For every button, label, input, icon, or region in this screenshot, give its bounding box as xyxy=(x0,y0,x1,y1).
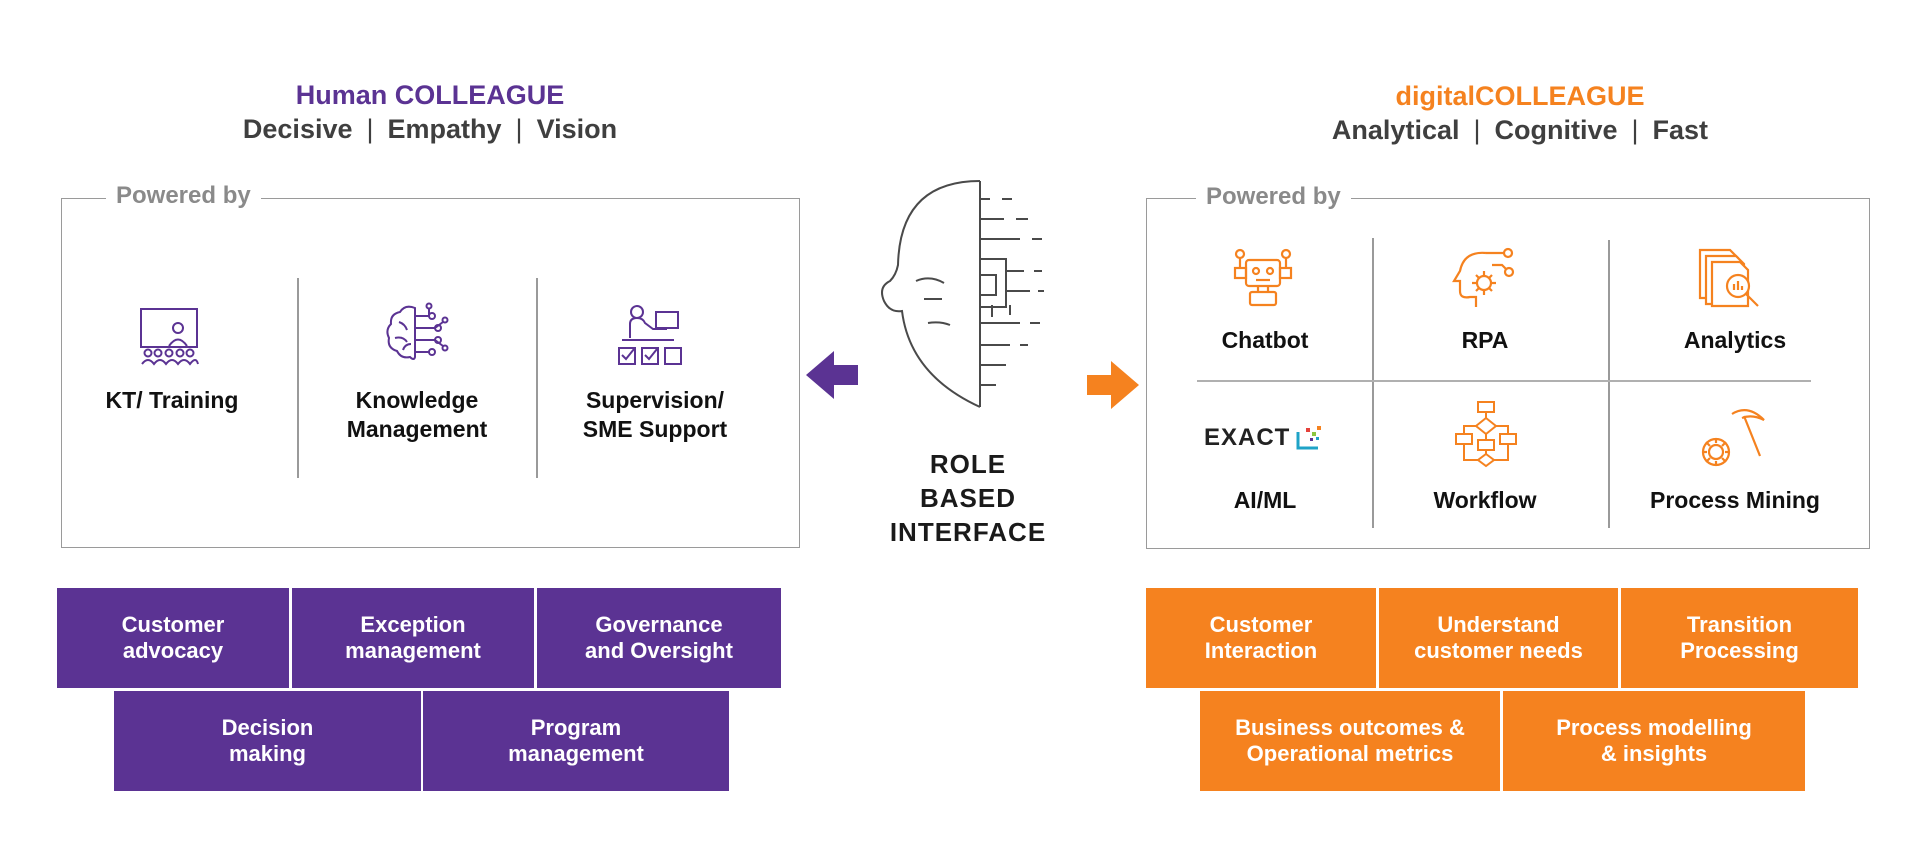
capability-label: Analytics xyxy=(1683,327,1787,353)
human-trait: Decisive xyxy=(242,114,353,144)
supervision-checklist-icon xyxy=(618,305,682,365)
digital-trait: Fast xyxy=(1652,115,1709,145)
human-trait: Empathy xyxy=(387,114,502,144)
role-box: Program management xyxy=(423,691,729,791)
capability-label: Process Mining xyxy=(1650,487,1820,513)
head-gear-icon xyxy=(1452,247,1515,307)
capability-label: Chatbot xyxy=(1221,327,1309,353)
role-box: Decision making xyxy=(114,691,421,791)
capability-label: RPA xyxy=(1461,327,1509,353)
human-powered-by-panel xyxy=(61,198,800,548)
classroom-training-icon xyxy=(140,308,199,366)
right-arrow-icon xyxy=(1087,361,1139,409)
trait-separator: | xyxy=(1473,115,1481,145)
human-header: Human COLLEAGUE Decisive | Empathy | Vision xyxy=(60,78,800,146)
brain-network-icon xyxy=(386,302,449,360)
role-box: Governance and Oversight xyxy=(537,588,781,688)
role-box: Customer advocacy xyxy=(57,588,289,688)
role-box: Customer Interaction xyxy=(1146,588,1376,688)
robot-icon xyxy=(1233,248,1293,307)
digital-traits: Analytical | Cognitive | Fast xyxy=(1140,113,1900,147)
capability-label: Supervision/ SME Support xyxy=(582,387,728,442)
left-arrow-icon xyxy=(806,351,858,399)
capability-label: Knowledge Management xyxy=(346,387,488,442)
digital-trait: Analytical xyxy=(1331,115,1460,145)
digital-powered-by-panel xyxy=(1146,198,1870,549)
gear-pickaxe-icon xyxy=(1701,409,1765,467)
role-box: Exception management xyxy=(292,588,534,688)
role-based-interface-label: ROLE BASED INTERFACE xyxy=(889,449,1047,547)
half-human-half-circuit-head-icon xyxy=(881,180,1044,408)
role-box: Understand customer needs xyxy=(1379,588,1618,688)
human-title: Human COLLEAGUE xyxy=(295,80,565,110)
trait-separator: | xyxy=(366,114,374,144)
exact-logo-text: EXACT xyxy=(1204,424,1291,451)
divider xyxy=(1608,240,1610,528)
exact-logo-mark xyxy=(1296,426,1321,450)
human-powered-by-legend: Powered by xyxy=(106,181,261,211)
human-trait: Vision xyxy=(536,114,618,144)
capability-label: Workflow xyxy=(1433,487,1537,513)
trait-separator: | xyxy=(1631,115,1639,145)
role-box: Transition Processing xyxy=(1621,588,1858,688)
digital-header: digitalCOLLEAGUE Analytical | Cognitive | Fa… xyxy=(1140,79,1900,147)
divider xyxy=(297,278,299,478)
digital-powered-by-legend: Powered by xyxy=(1196,182,1351,212)
human-traits: Decisive | Empathy | Vision xyxy=(60,112,800,146)
exact-logo: EXACT xyxy=(1204,424,1290,452)
digital-title: digitalCOLLEAGUE xyxy=(1395,81,1645,111)
role-box: Process modelling & insights xyxy=(1503,691,1805,791)
divider xyxy=(536,278,538,478)
divider xyxy=(1372,238,1374,528)
trait-separator: | xyxy=(515,114,523,144)
digital-trait: Cognitive xyxy=(1494,115,1618,145)
document-magnifier-icon xyxy=(1698,248,1759,308)
capability-label: KT/ Training xyxy=(105,387,239,413)
divider xyxy=(1197,380,1811,382)
flowchart-icon xyxy=(1455,401,1517,468)
role-box: Business outcomes & Operational metrics xyxy=(1200,691,1500,791)
capability-label: AI/ML xyxy=(1233,487,1297,513)
